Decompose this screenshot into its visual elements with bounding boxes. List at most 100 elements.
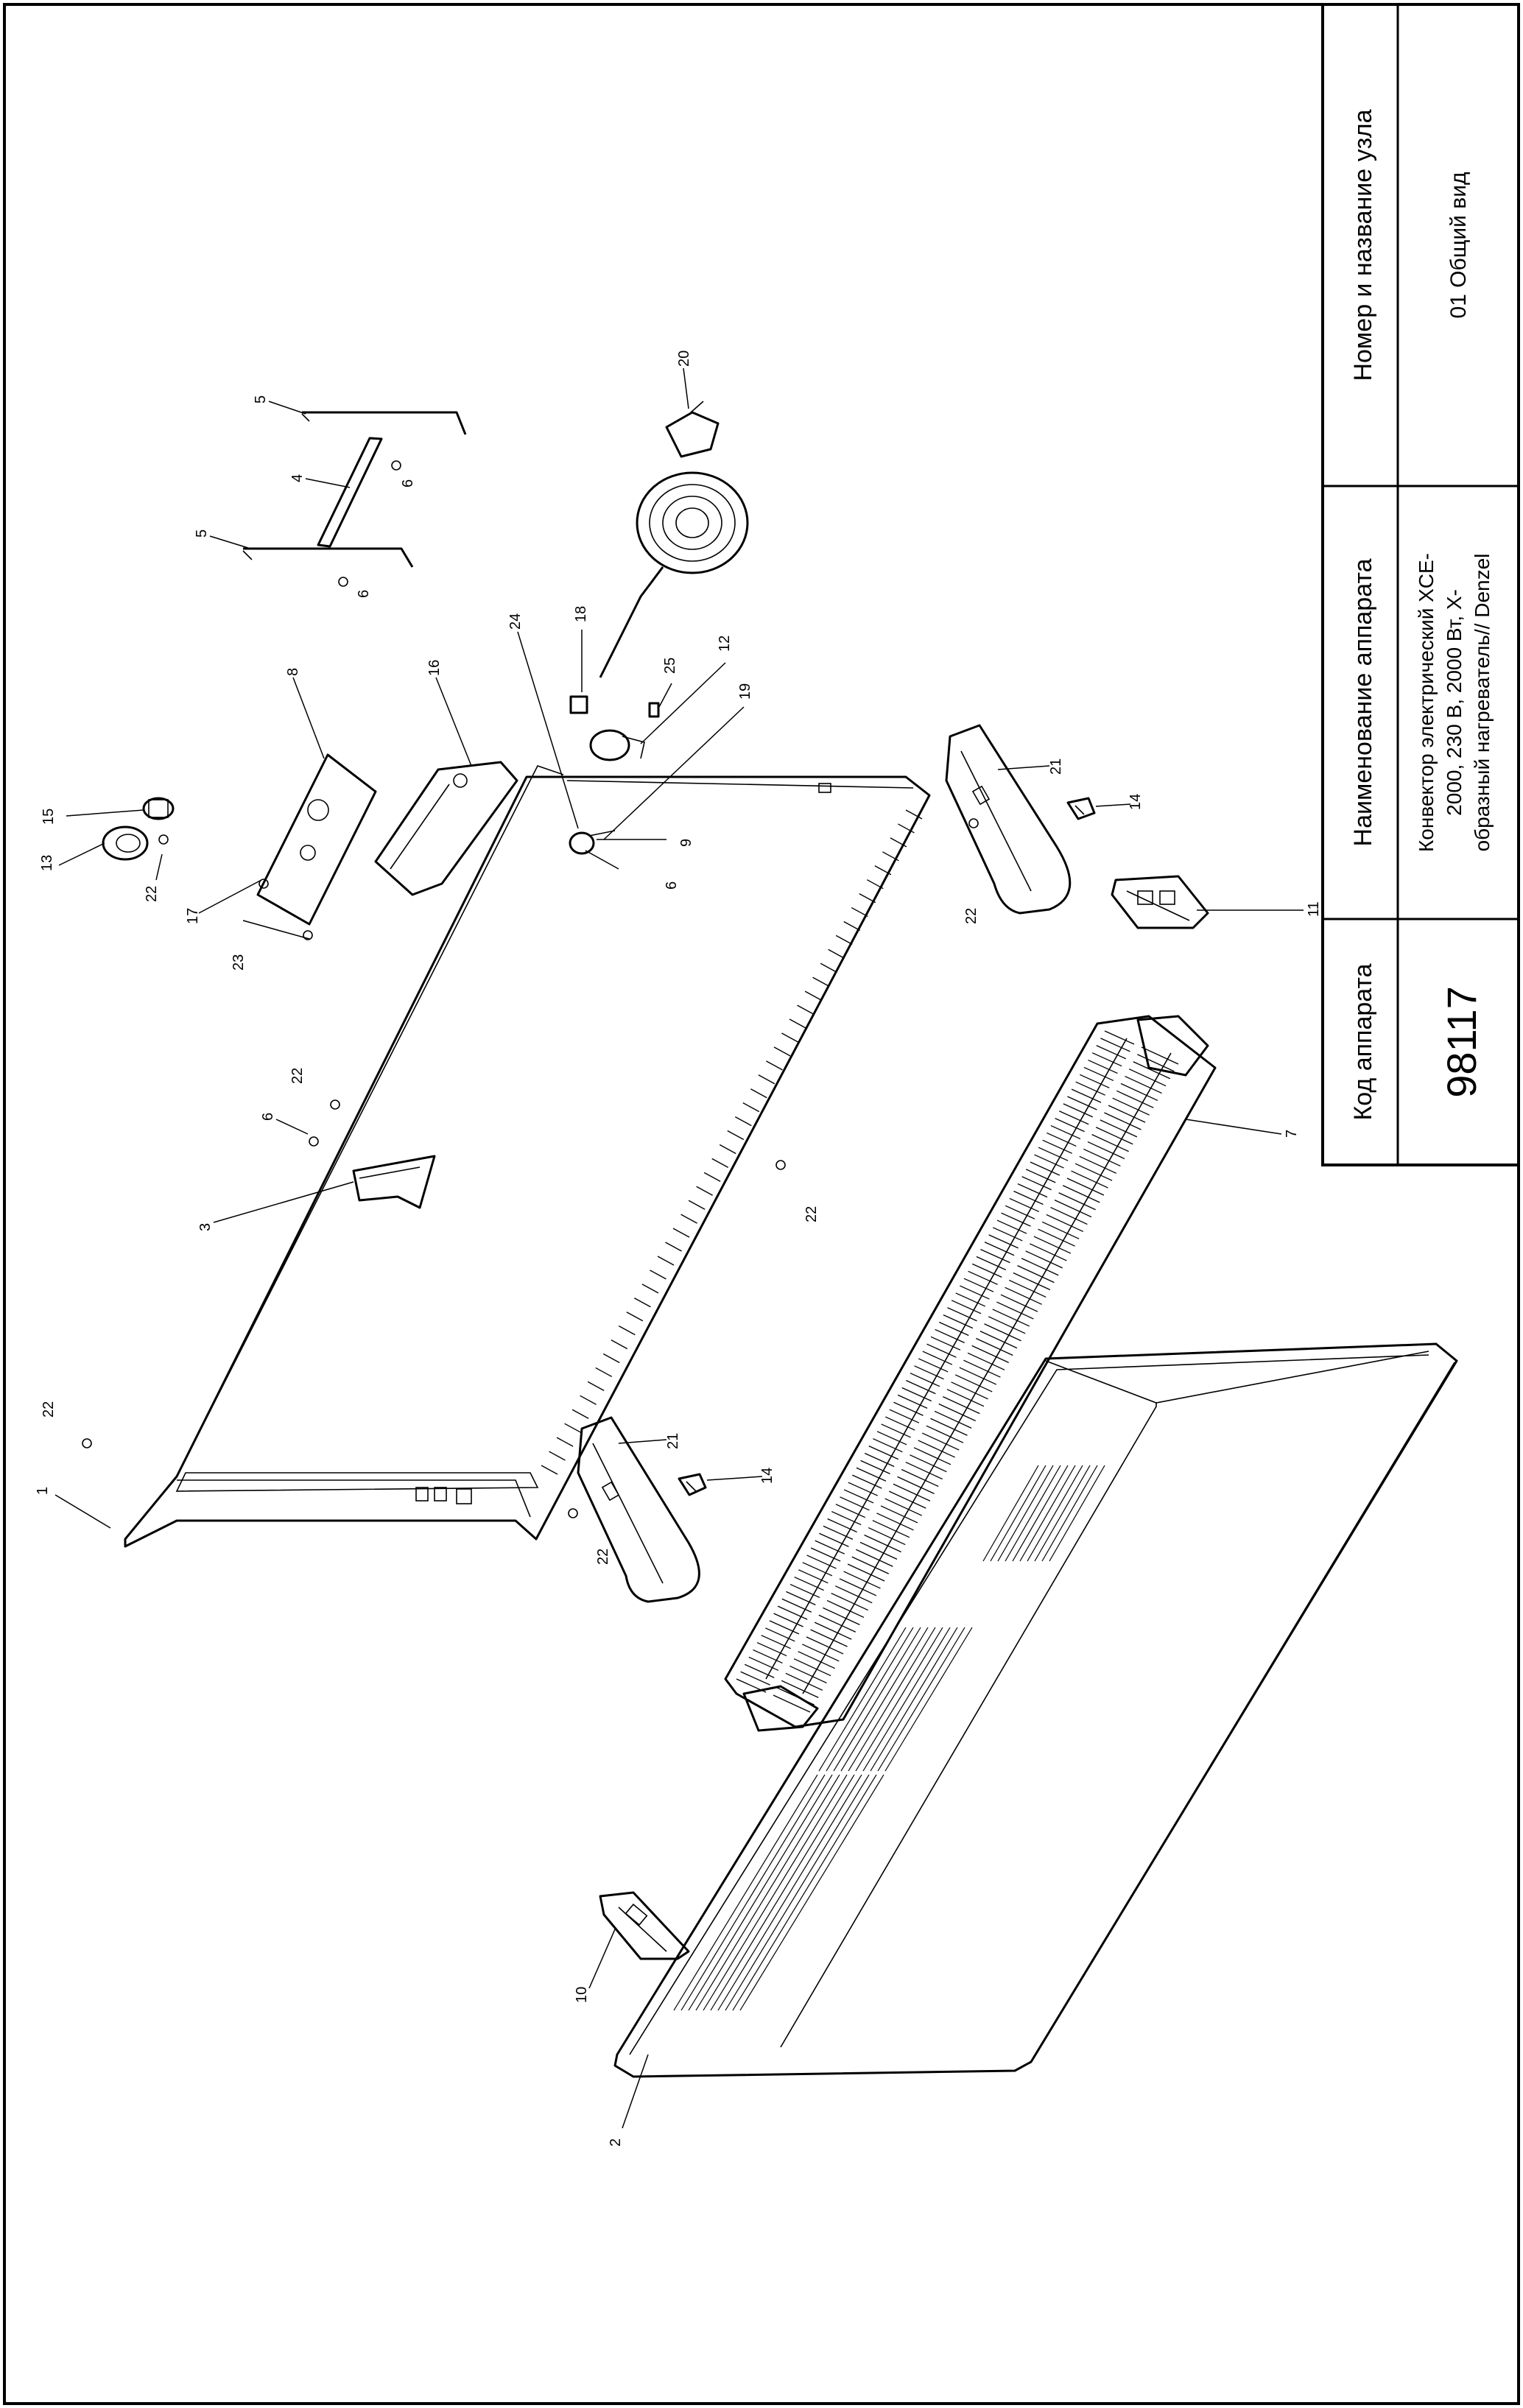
callout-25: 25 <box>658 658 678 708</box>
svg-text:22: 22 <box>803 1206 820 1222</box>
callout-21-right: 21 <box>997 758 1064 775</box>
switch-part <box>142 797 175 820</box>
svg-text:23: 23 <box>231 954 247 971</box>
svg-text:2: 2 <box>608 2138 624 2147</box>
callout-5-upper: 5 <box>253 395 306 415</box>
callout-22-a: 22 <box>41 1401 57 1418</box>
screw-markers <box>82 460 979 1518</box>
callout-15: 15 <box>41 809 144 825</box>
svg-text:22: 22 <box>144 886 160 902</box>
callout-13: 13 <box>39 842 105 871</box>
terminal-part <box>569 695 588 714</box>
node-header: Номер и название узла <box>1349 109 1377 381</box>
svg-text:9: 9 <box>678 839 694 847</box>
svg-text:19: 19 <box>737 683 753 700</box>
callout-9: 9 <box>597 839 694 847</box>
name-line-1: Конвектор электрический XCE- <box>1415 553 1438 852</box>
name-line-3: образный нагреватель// Denzel <box>1471 554 1494 852</box>
svg-text:24: 24 <box>507 613 524 630</box>
callout-17: 17 <box>185 879 262 924</box>
front-cover-part <box>613 1342 1458 2078</box>
callout-19: 19 <box>603 683 753 840</box>
thermostat-bracket-part <box>374 761 518 896</box>
name-header: Наименование аппарата <box>1349 558 1377 846</box>
svg-text:6: 6 <box>356 590 372 598</box>
callout-14-left: 14 <box>706 1468 775 1484</box>
callout-10: 10 <box>574 1929 616 2003</box>
clip-part-right <box>1066 797 1096 820</box>
callout-7: 7 <box>1185 1119 1300 1138</box>
callout-18: 18 <box>573 606 589 692</box>
svg-text:21: 21 <box>665 1433 681 1449</box>
callout-6-b: 6 <box>356 590 372 598</box>
foot-part-left <box>577 1416 700 1603</box>
svg-text:8: 8 <box>285 668 301 676</box>
svg-text:5: 5 <box>253 395 269 404</box>
svg-text:15: 15 <box>41 809 57 825</box>
sheet-frame <box>3 3 1520 2405</box>
svg-text:16: 16 <box>426 660 443 676</box>
callout-22-b: 22 <box>289 1068 306 1084</box>
svg-text:18: 18 <box>573 606 589 622</box>
end-bracket-left <box>599 1891 690 1960</box>
callout-22-d: 22 <box>803 1206 820 1222</box>
callout-6-c: 6 <box>260 1113 309 1135</box>
svg-text:22: 22 <box>595 1549 611 1565</box>
callout-20: 20 <box>676 351 692 409</box>
callout-5-lower: 5 <box>194 529 251 549</box>
name-line-2: 2000, 230 В, 2000 Вт, X- <box>1443 589 1466 816</box>
knob-part <box>102 825 149 861</box>
svg-text:6: 6 <box>260 1113 276 1121</box>
callout-11: 11 <box>1197 901 1322 917</box>
power-cord-part <box>599 401 749 678</box>
code-value: 98117 <box>1438 986 1485 1098</box>
callout-2: 2 <box>608 2054 649 2147</box>
callout-6-d: 6 <box>585 850 680 890</box>
callout-6-a: 6 <box>400 479 416 487</box>
callout-24: 24 <box>507 613 579 829</box>
node-value: 01 Общий вид <box>1446 172 1471 319</box>
title-block: Номер и название узла 01 Общий вид Наиме… <box>1321 3 1520 1166</box>
svg-text:5: 5 <box>194 529 210 538</box>
svg-text:22: 22 <box>289 1068 306 1084</box>
callout-8: 8 <box>285 668 325 759</box>
svg-text:6: 6 <box>664 881 680 890</box>
callout-14-right: 14 <box>1095 794 1144 810</box>
svg-text:20: 20 <box>676 351 692 367</box>
svg-text:14: 14 <box>759 1468 775 1484</box>
svg-text:25: 25 <box>662 658 678 674</box>
guide-part-lower <box>242 547 414 568</box>
callout-22-c: 22 <box>144 853 163 902</box>
callout-3: 3 <box>197 1181 354 1231</box>
clip-part-left <box>678 1473 707 1496</box>
callout-16: 16 <box>426 660 472 767</box>
control-panel-part <box>256 753 377 926</box>
callout-22-f: 22 <box>963 908 979 924</box>
callout-23: 23 <box>231 920 310 971</box>
svg-text:21: 21 <box>1048 758 1064 775</box>
svg-text:3: 3 <box>197 1223 214 1231</box>
callout-21-left: 21 <box>618 1433 681 1449</box>
svg-text:12: 12 <box>717 636 733 652</box>
callout-4: 4 <box>289 474 351 488</box>
svg-text:1: 1 <box>35 1487 51 1495</box>
end-bracket-right <box>1111 875 1209 929</box>
thermal-strip-part <box>317 437 383 548</box>
heating-element-part <box>724 1015 1217 1732</box>
support-bracket-part <box>352 1155 436 1209</box>
svg-text:7: 7 <box>1284 1130 1300 1138</box>
thermostat-part <box>589 729 645 761</box>
svg-text:4: 4 <box>289 474 306 482</box>
callout-12: 12 <box>640 636 733 744</box>
callout-1: 1 <box>35 1487 111 1529</box>
guide-part-upper <box>301 411 467 435</box>
connector-part <box>648 702 660 718</box>
callout-22-e: 22 <box>595 1549 611 1565</box>
rear-frame-part <box>124 765 931 1548</box>
svg-text:22: 22 <box>963 908 979 924</box>
svg-text:11: 11 <box>1306 901 1322 917</box>
svg-text:6: 6 <box>400 479 416 487</box>
